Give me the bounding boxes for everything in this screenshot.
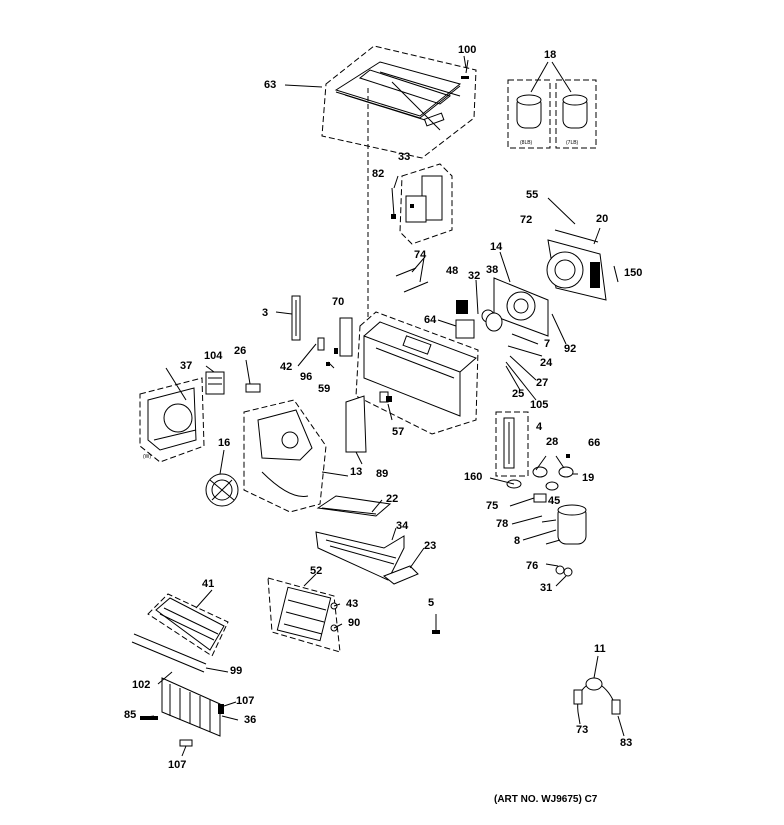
part-label-100: 100 bbox=[458, 44, 477, 56]
part-label-26: 26 bbox=[234, 345, 247, 357]
capacitor-note-right: (7LB) bbox=[566, 140, 579, 146]
part-label-8: 8 bbox=[514, 535, 521, 547]
part-label-5: 5 bbox=[428, 597, 435, 609]
left-brackets bbox=[275, 295, 353, 369]
part-label-78: 78 bbox=[496, 518, 509, 530]
part-label-48: 48 bbox=[446, 265, 459, 277]
blower-scroll bbox=[139, 367, 205, 463]
part-label-160: 160 bbox=[464, 471, 483, 483]
part-label-38: 38 bbox=[486, 264, 499, 276]
compressor-assembly bbox=[506, 454, 587, 577]
art-number-caption: (ART NO. WJ9675) C7 bbox=[494, 794, 598, 805]
part-label-11: 11 bbox=[594, 643, 606, 655]
part-label-92: 92 bbox=[564, 343, 577, 355]
part-label-66: 66 bbox=[588, 437, 601, 449]
part-label-37: 37 bbox=[180, 360, 193, 372]
side-panel bbox=[345, 395, 392, 453]
part-label-42: 42 bbox=[280, 361, 293, 373]
top-bracket-assembly bbox=[284, 45, 477, 159]
part-label-32: 32 bbox=[468, 270, 481, 282]
filter-strips bbox=[131, 633, 207, 673]
evaporator-housing bbox=[243, 399, 349, 513]
capacitor-note-left: (8LB) bbox=[520, 140, 533, 146]
part-label-107-upper: 107 bbox=[236, 695, 255, 707]
label-plates bbox=[205, 371, 261, 395]
part-label-96: 96 bbox=[300, 371, 313, 383]
part-label-107-lower: 107 bbox=[168, 759, 187, 771]
part-label-22: 22 bbox=[386, 493, 399, 505]
part-label-89: 89 bbox=[376, 468, 389, 480]
part-label-36: 36 bbox=[244, 714, 257, 726]
part-label-18: 18 bbox=[544, 49, 557, 61]
leader-lines bbox=[139, 55, 625, 757]
part-label-105: 105 bbox=[530, 399, 549, 411]
fan-motor-assembly bbox=[546, 197, 619, 301]
capacitor-pair bbox=[507, 61, 597, 149]
part-label-85: 85 bbox=[124, 709, 137, 721]
right-bracket bbox=[495, 411, 529, 477]
part-label-45: 45 bbox=[548, 495, 561, 507]
part-label-31: 31 bbox=[540, 582, 553, 594]
drain-pans bbox=[315, 495, 419, 585]
part-label-41: 41 bbox=[202, 578, 215, 590]
part-label-28: 28 bbox=[546, 436, 559, 448]
part-label-52: 52 bbox=[310, 565, 323, 577]
part-label-75: 75 bbox=[486, 500, 499, 512]
part-label-13: 13 bbox=[350, 466, 363, 478]
condenser-shroud bbox=[493, 251, 549, 337]
part-label-55: 55 bbox=[526, 189, 539, 201]
part-label-3: 3 bbox=[262, 307, 269, 319]
part-label-4: 4 bbox=[536, 421, 543, 433]
part-label-7: 7 bbox=[544, 338, 551, 350]
part-label-20: 20 bbox=[596, 213, 609, 225]
part-label-90: 90 bbox=[348, 617, 361, 629]
part-label-73: 73 bbox=[576, 724, 589, 736]
part-label-14: 14 bbox=[490, 241, 503, 253]
part-label-74: 74 bbox=[414, 249, 427, 261]
blower-note: (W) bbox=[143, 454, 152, 460]
part-label-150: 150 bbox=[624, 267, 643, 279]
blower-wheel bbox=[205, 449, 239, 507]
part-label-25: 25 bbox=[512, 388, 525, 400]
part-label-76: 76 bbox=[526, 560, 539, 572]
part-label-27: 27 bbox=[536, 377, 549, 389]
part-label-59: 59 bbox=[318, 383, 331, 395]
part-label-43: 43 bbox=[346, 598, 359, 610]
part-label-102: 102 bbox=[132, 679, 151, 691]
grille-frame bbox=[267, 577, 440, 653]
part-label-104: 104 bbox=[204, 350, 223, 362]
part-label-64: 64 bbox=[424, 314, 437, 326]
part-label-63: 63 bbox=[264, 79, 277, 91]
part-label-19: 19 bbox=[582, 472, 595, 484]
base-pan bbox=[355, 311, 479, 435]
part-label-23: 23 bbox=[424, 540, 437, 552]
front-grille bbox=[147, 593, 229, 657]
part-label-24: 24 bbox=[540, 357, 553, 369]
part-label-83: 83 bbox=[620, 737, 633, 749]
part-label-70: 70 bbox=[332, 296, 345, 308]
part-label-34: 34 bbox=[396, 520, 409, 532]
part-label-16: 16 bbox=[218, 437, 231, 449]
part-label-72: 72 bbox=[520, 214, 533, 226]
thermostat-harness bbox=[573, 677, 621, 715]
part-label-33: 33 bbox=[398, 151, 411, 163]
condenser-coil bbox=[140, 677, 224, 747]
small-parts-center bbox=[395, 257, 503, 339]
control-box bbox=[367, 88, 453, 320]
part-label-99: 99 bbox=[230, 665, 243, 677]
part-label-57: 57 bbox=[392, 426, 405, 438]
part-label-82: 82 bbox=[372, 168, 385, 180]
